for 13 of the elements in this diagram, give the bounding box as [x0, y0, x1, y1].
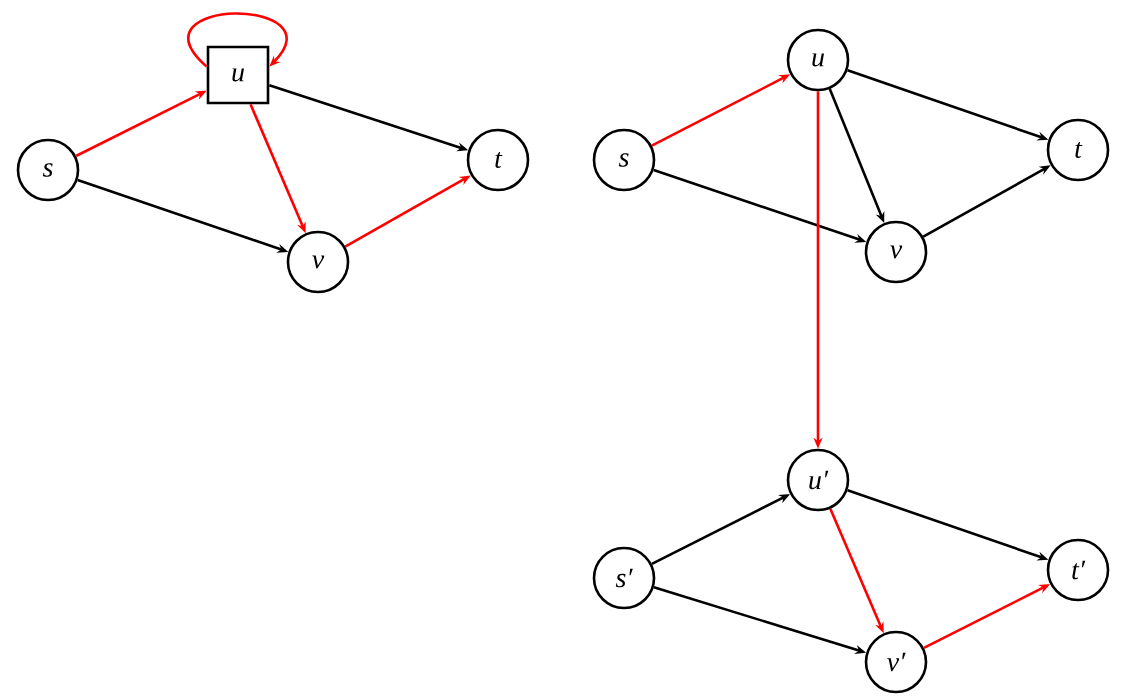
circle-node: u	[786, 28, 850, 92]
circle-node: s	[16, 138, 80, 202]
circle-node: s′	[592, 546, 656, 610]
circle-node: u′	[786, 448, 850, 512]
loop-arrow	[187, 12, 288, 68]
circle-node: t	[466, 128, 530, 192]
circle-node: v	[864, 220, 928, 284]
circle-node: v	[286, 230, 350, 294]
circle-node: t′	[1046, 538, 1110, 602]
circle-node: v′	[864, 630, 928, 694]
square-node: u	[206, 45, 270, 105]
circle-node: s	[592, 128, 656, 192]
circle-node: t	[1046, 118, 1110, 182]
